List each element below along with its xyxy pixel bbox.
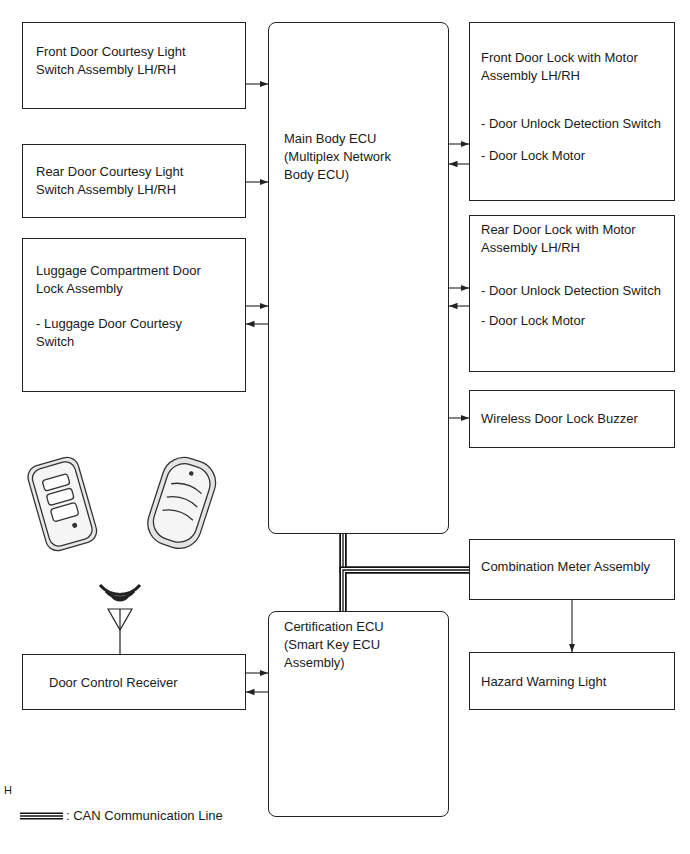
receiver-box: Door Control Receiver	[22, 654, 246, 710]
box-title: Wireless Door Lock Buzzer	[481, 410, 671, 428]
figure-code: H	[4, 782, 12, 798]
can-line-sample	[20, 816, 63, 817]
signal-arrow	[449, 288, 469, 289]
radio-waves	[100, 585, 140, 600]
switch-box: Front Door Courtesy Light Switch Assembl…	[22, 22, 246, 109]
box-title: Luggage Compartment Door Lock Assembly	[36, 262, 206, 298]
meter-box: Combination Meter Assembly	[469, 539, 675, 600]
antenna-symbol	[108, 609, 132, 654]
signal-arrow	[246, 182, 268, 183]
key-fob	[142, 452, 221, 554]
box-item: - Door Unlock Detection Switch	[481, 282, 671, 300]
signal-arrow	[246, 692, 268, 693]
box-title: Hazard Warning Light	[481, 673, 671, 691]
signal-arrow	[449, 144, 469, 145]
box-item: - Door Unlock Detection Switch	[481, 115, 671, 133]
signal-arrow	[449, 164, 469, 165]
switch-box: Rear Door Courtesy Light Switch Assembly…	[22, 144, 246, 218]
light-box: Hazard Warning Light	[469, 652, 675, 710]
door-lock-box: Rear Door Lock with Motor Assembly LH/RH…	[469, 215, 675, 372]
signal-arrow	[572, 600, 573, 652]
box-item: - Luggage Door Courtesy Switch	[36, 315, 206, 351]
legend-text: : CAN Communication Line	[66, 808, 223, 824]
signal-arrow	[246, 673, 268, 674]
ecu-box: Certification ECU (Smart Key ECU Assembl…	[268, 611, 449, 817]
buzzer-box: Wireless Door Lock Buzzer	[469, 390, 675, 448]
box-title: Certification ECU (Smart Key ECU Assembl…	[284, 618, 424, 672]
box-item: - Door Lock Motor	[481, 312, 671, 330]
ecu-box: Main Body ECU (Multiplex Network Body EC…	[268, 22, 449, 534]
can-bus-line	[343, 570, 469, 611]
key-fob	[25, 454, 99, 553]
can-bus-line	[343, 534, 469, 570]
signal-arrow	[449, 306, 469, 307]
door-lock-box: Front Door Lock with Motor Assembly LH/R…	[469, 22, 675, 201]
signal-arrow	[246, 84, 268, 85]
signal-arrow	[449, 418, 469, 419]
box-title: Combination Meter Assembly	[481, 558, 671, 576]
door-lock-box: Luggage Compartment Door Lock Assembly - …	[22, 238, 246, 392]
signal-arrow	[246, 324, 268, 325]
box-title: Rear Door Courtesy Light Switch Assembly…	[36, 163, 216, 199]
box-title: Door Control Receiver	[49, 674, 239, 692]
box-item: - Door Lock Motor	[481, 147, 671, 165]
box-title: Front Door Courtesy Light Switch Assembl…	[36, 43, 216, 79]
box-title: Front Door Lock with Motor Assembly LH/R…	[481, 49, 663, 85]
box-title: Main Body ECU (Multiplex Network Body EC…	[284, 130, 424, 184]
box-title: Rear Door Lock with Motor Assembly LH/RH	[481, 221, 663, 257]
signal-arrow	[246, 306, 268, 307]
